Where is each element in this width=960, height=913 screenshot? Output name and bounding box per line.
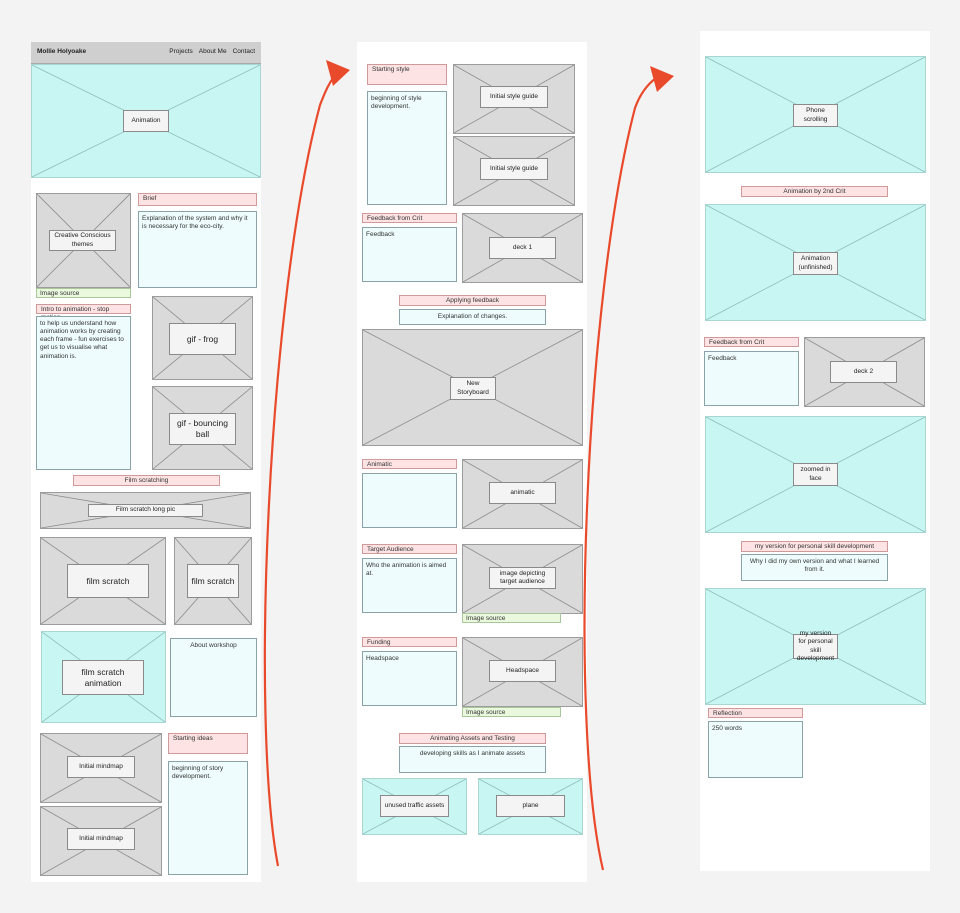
nav-link-projects[interactable]: Projects bbox=[169, 48, 193, 55]
hero-label: Animation bbox=[123, 110, 169, 132]
animating-assets-tag: Animating Assets and Testing bbox=[399, 733, 546, 744]
story-development-text: beginning of story development. bbox=[168, 761, 248, 875]
style-guide-placeholder-1 bbox=[453, 64, 575, 134]
brief-text: Explanation of the system and why it is … bbox=[138, 211, 257, 288]
mindmap-placeholder-1 bbox=[40, 733, 162, 803]
audience-image-label: image depicting target audience bbox=[489, 567, 556, 589]
style-guide-label-2: Initial style guide bbox=[480, 158, 548, 180]
gif-frog-placeholder bbox=[152, 296, 253, 380]
starting-style-tag: Starting style bbox=[367, 64, 447, 85]
storyboard-label: New Storyboard bbox=[450, 377, 496, 400]
animatic-tag: Animatic bbox=[362, 459, 457, 469]
nav-link-contact[interactable]: Contact bbox=[232, 48, 255, 55]
arrowhead-col2 bbox=[326, 60, 350, 86]
arrow-col2-to-col3 bbox=[583, 77, 657, 871]
animation-2nd-crit-tag: Animation by 2nd Crit bbox=[741, 186, 888, 197]
my-version-label: my version for personal skill developmen… bbox=[793, 630, 838, 662]
feedback-crit-tag-1: Feedback from Crit bbox=[362, 213, 457, 223]
image-source-label-2: Image source bbox=[462, 613, 561, 623]
site-nav-bar: Mollie Holyoake Projects About Me Contac… bbox=[31, 42, 261, 64]
applying-feedback-tag: Applying feedback bbox=[399, 295, 546, 306]
about-workshop-text: About workshop bbox=[170, 638, 257, 717]
reflection-text: 250 words bbox=[708, 721, 803, 778]
film-scratch-label-1: film scratch bbox=[67, 564, 149, 598]
film-scratching-tag: Film scratching bbox=[73, 475, 220, 486]
creative-label: Creative Conscious themes bbox=[49, 230, 116, 251]
my-version-text: Why I did my own version and what I lear… bbox=[741, 554, 888, 581]
intro-tag: Intro to animation - stop motion bbox=[36, 304, 131, 321]
image-source-label-3: Image source bbox=[462, 707, 561, 717]
animating-assets-text: developing skills as I animate assets bbox=[399, 746, 546, 773]
target-audience-text: Who the animation is aimed at. bbox=[362, 558, 457, 613]
animation-unfinished-label: Animation (unfinished) bbox=[793, 252, 838, 275]
mindmap-label-1: Initial mindmap bbox=[67, 756, 135, 778]
feedback-text-1: Feedback bbox=[362, 227, 457, 282]
phone-scrolling-label: Phone scrolling bbox=[793, 104, 838, 127]
nav-links: Projects About Me Contact bbox=[169, 48, 255, 55]
arrowhead-col3 bbox=[650, 66, 674, 92]
site-brand[interactable]: Mollie Holyoake bbox=[37, 48, 87, 55]
image-source-label: Image source bbox=[36, 288, 131, 298]
my-version-tag: my version for personal skill developmen… bbox=[741, 541, 888, 552]
film-animation-label: film scratch animation bbox=[62, 660, 144, 695]
style-guide-label-1: Initial style guide bbox=[480, 86, 548, 108]
zoomed-face-label: zoomed in face bbox=[793, 463, 838, 486]
funding-text: Headspace bbox=[362, 651, 457, 706]
film-animation-placeholder bbox=[41, 631, 166, 723]
style-development-text: beginning of style development. bbox=[367, 91, 447, 205]
deck-2-label: deck 2 bbox=[830, 361, 897, 383]
feedback-text-2: Feedback bbox=[704, 351, 799, 406]
feedback-crit-tag-2: Feedback from Crit bbox=[704, 337, 799, 347]
target-audience-tag: Target Audience bbox=[362, 544, 457, 554]
reflection-tag: Reflection bbox=[708, 708, 803, 718]
film-scratch-label-2: film scratch bbox=[187, 564, 239, 598]
plane-label: plane bbox=[496, 795, 565, 817]
brief-tag: Brief bbox=[138, 193, 257, 206]
gif-ball-label: gif - bouncing ball bbox=[169, 413, 236, 445]
animatic-label: animatic bbox=[489, 482, 556, 504]
animatic-text bbox=[362, 473, 457, 528]
headspace-label: Headspace bbox=[489, 660, 556, 682]
arrow-col1-to-col2 bbox=[263, 71, 339, 867]
intro-text: to help us understand how animation work… bbox=[36, 316, 131, 470]
starting-ideas-tag: Starting ideas bbox=[168, 733, 248, 754]
nav-link-about[interactable]: About Me bbox=[198, 48, 227, 55]
deck-1-label: deck 1 bbox=[489, 237, 556, 259]
traffic-assets-label: unused traffic assets bbox=[380, 795, 449, 817]
gif-frog-label: gif - frog bbox=[169, 323, 236, 355]
film-long-label: Film scratch long pic bbox=[88, 504, 203, 517]
applying-feedback-text: Explanation of changes. bbox=[399, 309, 546, 325]
mindmap-label-2: Initial mindmap bbox=[67, 828, 135, 850]
funding-tag: Funding bbox=[362, 637, 457, 647]
